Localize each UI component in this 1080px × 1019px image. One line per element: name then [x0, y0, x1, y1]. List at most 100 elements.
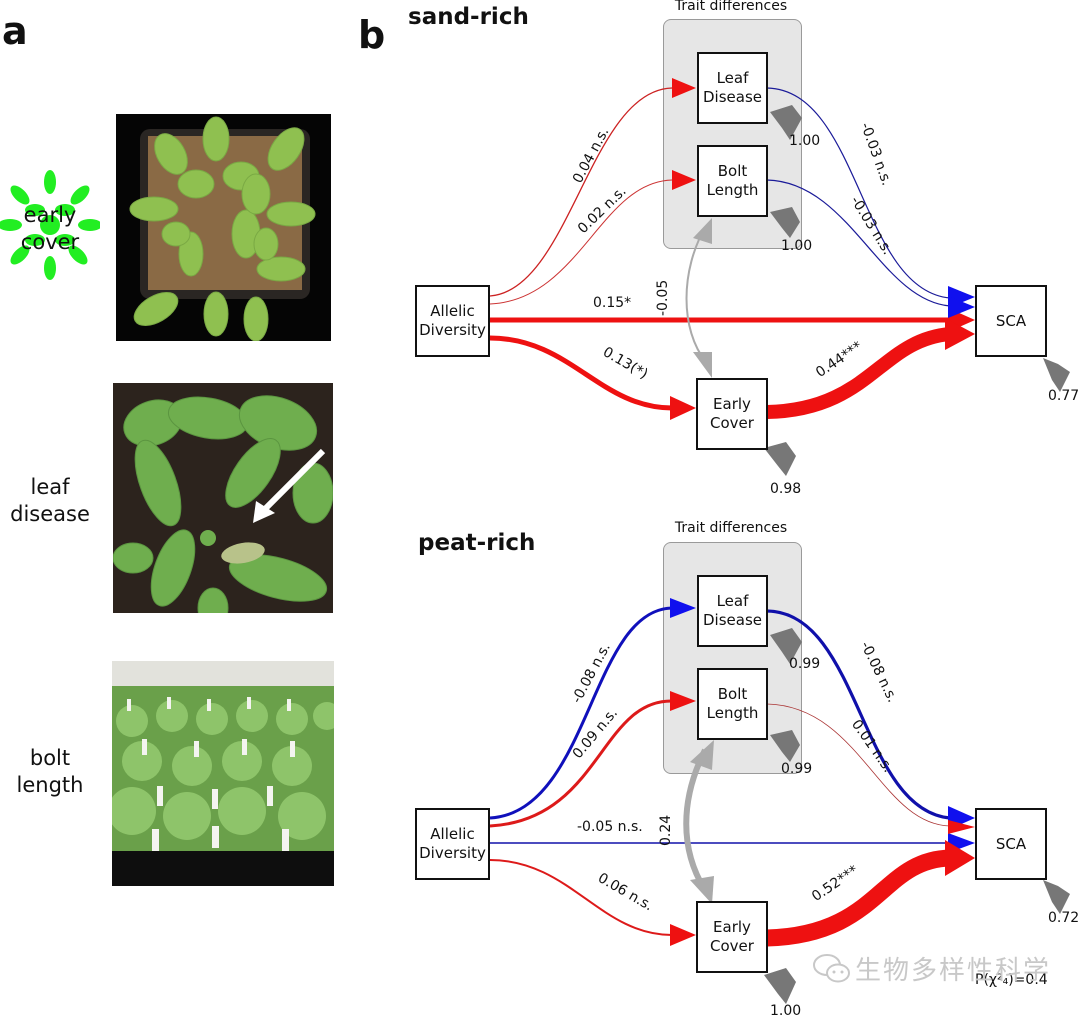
node-text: SCA — [995, 311, 1027, 330]
node-text: Allelic — [430, 302, 475, 321]
residual-arrow-bolt — [770, 207, 800, 238]
edge-label-allelic-sca: -0.05 n.s. — [577, 819, 643, 835]
node-text: Leaf — [716, 69, 749, 88]
node-text: Disease — [703, 611, 762, 629]
label-line: early — [23, 203, 77, 227]
edge-allelic-early — [489, 859, 673, 936]
edge-leaf-sca — [766, 609, 951, 820]
sand-rich-title: sand-rich — [408, 4, 529, 30]
edge-allelic-leaf — [489, 87, 673, 297]
label-line: bolt — [29, 746, 71, 770]
node-text: Length — [706, 181, 759, 199]
bolt-length-photo — [112, 661, 334, 886]
arrowhead — [948, 820, 975, 834]
residual-leaf: 1.00 — [789, 133, 821, 149]
node-text: Disease — [703, 88, 762, 106]
edge-allelic-bolt — [489, 179, 673, 305]
node-sca: SCA — [975, 285, 1047, 357]
residual-leaf: 0.99 — [789, 656, 821, 672]
arrowhead — [670, 691, 696, 711]
node-text: Cover — [710, 414, 754, 432]
node-text: Cover — [710, 937, 754, 955]
node-text: Diversity — [419, 844, 486, 862]
residual-early: 0.98 — [770, 481, 802, 497]
residual-arrow-sca — [1043, 358, 1070, 392]
residual-arrow-leaf — [770, 105, 802, 140]
residual-arrow-bolt — [770, 730, 800, 762]
wechat-icon — [812, 952, 852, 990]
residual-bolt: 1.00 — [781, 238, 813, 254]
trait-group-label: Trait differences — [674, 0, 788, 14]
covariance-bolt-early — [685, 225, 707, 363]
edge-allelic-leaf — [489, 606, 673, 820]
edge-early-sca — [766, 327, 951, 419]
residual-bolt: 0.99 — [781, 761, 813, 777]
early-cover-photo — [116, 114, 331, 341]
node-text: Length — [706, 704, 759, 722]
residual-arrow-early — [764, 968, 796, 1004]
residual-early: 1.00 — [770, 1003, 802, 1019]
panel-a-letter: a — [2, 9, 28, 53]
label-line: leaf — [30, 475, 70, 499]
panel-b-letter: b — [358, 13, 386, 57]
early-cover-label: early cover — [0, 202, 100, 257]
peat-rich-edges — [489, 598, 1070, 1004]
arrowhead — [945, 840, 975, 876]
label-line: length — [16, 773, 84, 798]
node-text: Bolt — [717, 162, 748, 181]
arrowhead — [670, 598, 696, 618]
model-fit-text: P(χ²₄)=0.4 — [975, 972, 1048, 988]
edge-allelic-bolt — [489, 699, 673, 828]
arrowhead — [693, 352, 712, 378]
arrowhead — [948, 296, 975, 318]
label-line: disease — [10, 502, 90, 527]
edge-bolt-sca — [766, 179, 951, 307]
node-text: Allelic — [430, 825, 475, 844]
node-text: Bolt — [717, 685, 748, 704]
residual-sca: 0.72 — [1048, 910, 1080, 926]
covariance-label: -0.05 — [655, 279, 671, 316]
node-text: Diversity — [419, 321, 486, 339]
edge-early-sca — [766, 849, 951, 947]
edge-label-allelic-sca: 0.15* — [593, 295, 632, 311]
peat-rich-title: peat-rich — [418, 530, 536, 556]
arrowhead — [672, 170, 696, 190]
watermark-text: 生物多样性科学 — [855, 956, 1052, 986]
residual-arrow-leaf — [770, 628, 802, 664]
edge-bolt-sca — [766, 703, 951, 827]
arrowhead — [672, 78, 696, 98]
arrowhead — [690, 876, 714, 904]
leaf-disease-label: leaf disease — [0, 474, 100, 529]
edge-leaf-sca — [766, 87, 951, 299]
node-sca: SCA — [975, 808, 1047, 880]
covariance-bolt-early — [683, 748, 708, 892]
node-text: Leaf — [716, 592, 749, 611]
early-cover-icon — [0, 170, 102, 280]
node-text: Early — [713, 395, 751, 414]
node-text: Early — [713, 918, 751, 937]
covariance-label: 0.24 — [658, 814, 674, 846]
residual-arrow-sca — [1043, 880, 1070, 914]
sand-rich-edges — [489, 78, 1070, 476]
trait-group-label: Trait differences — [674, 520, 788, 536]
arrowhead — [670, 924, 696, 946]
arrowhead — [690, 740, 714, 770]
leaf-disease-photo — [113, 383, 333, 613]
arrowhead — [693, 218, 712, 244]
arrowhead — [670, 396, 696, 420]
bolt-length-label: bolt length — [0, 745, 100, 800]
residual-arrow-early — [764, 442, 796, 476]
residual-sca: 0.77 — [1048, 388, 1080, 404]
label-line: cover — [20, 230, 80, 255]
edge-allelic-early — [489, 335, 673, 411]
node-text: SCA — [995, 834, 1027, 853]
